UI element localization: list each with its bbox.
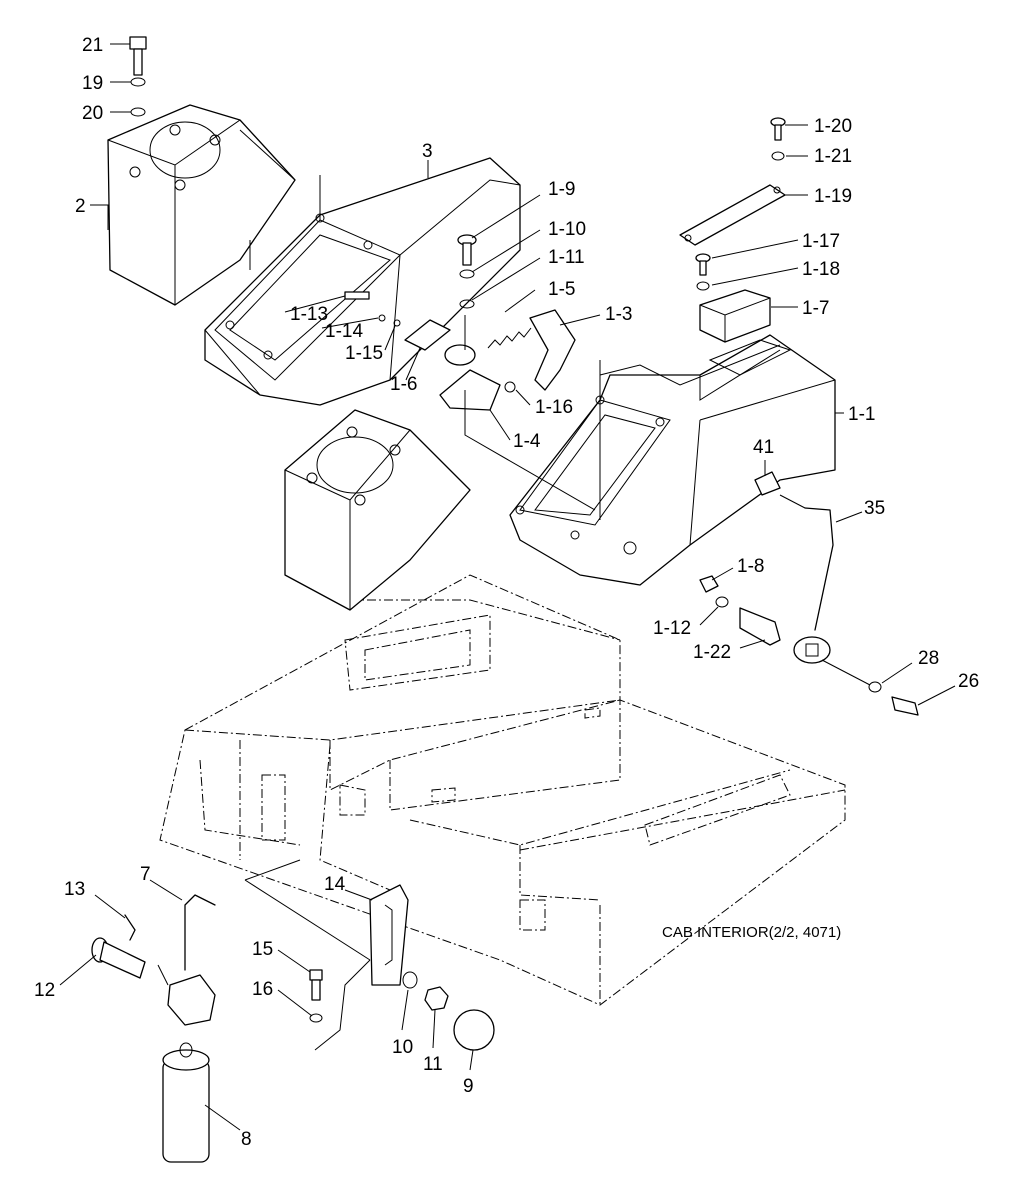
cab-floor-phantom [159,574,846,1006]
screw-1-9-icon [457,234,477,266]
callout-1-15: 1-15 [345,343,383,364]
callout-1-19: 1-19 [814,186,852,207]
callout-20: 20 [82,103,103,124]
callout-1-4: 1-4 [513,431,541,452]
part-1-1-main-console [509,334,836,586]
callout-28: 28 [918,648,939,669]
handle-35-icon [793,507,834,664]
washer-1-18-icon [696,281,710,291]
callout-1-7: 1-7 [802,298,829,319]
screw-21-icon [129,36,147,76]
callout-1-21: 1-21 [814,146,852,167]
callout-14: 14 [324,874,346,895]
callout-12: 12 [34,980,55,1001]
callout-1-6: 1-6 [390,374,417,395]
callout-41: 41 [753,437,774,458]
washer-1-15-icon [393,319,401,327]
bracket-14-icon [369,884,409,986]
part-2-lower-cover [284,409,471,611]
washer-1-12-icon [715,596,729,608]
callout-1-1: 1-1 [848,404,875,425]
callout-16: 16 [252,979,273,1000]
washer-19-icon [130,77,146,87]
washer-1-10-icon [459,269,475,279]
callout-7: 7 [140,864,151,885]
washer-10-icon [402,971,418,989]
washer-20-icon [130,107,146,117]
nut-1-16-icon [504,381,516,393]
callout-9: 9 [463,1076,474,1097]
callout-1-14: 1-14 [325,321,363,342]
callout-15: 15 [252,939,273,960]
callout-1-22: 1-22 [693,642,731,663]
callout-1-10: 1-10 [548,219,586,240]
callout-1-8: 1-8 [737,556,764,577]
cylinder-8-icon [162,1042,210,1163]
callout-1-11: 1-11 [548,247,585,268]
lever-1-3-icon [529,309,576,391]
bolt-26-icon [891,696,919,716]
screw-1-20-icon [770,117,786,141]
callout-1-20: 1-20 [814,116,852,137]
callout-1-18: 1-18 [802,259,840,280]
washer-16-icon [309,1013,323,1023]
washer-28-icon [868,681,882,693]
bracket-1-4-icon [439,344,501,411]
plate-1-6-icon [404,319,451,351]
callout-1-16: 1-16 [535,397,573,418]
callout-19: 19 [82,73,103,94]
part-2-upper-cover [107,104,296,306]
knob-9-icon [453,1009,495,1051]
callout-1-5: 1-5 [548,279,575,300]
nut-11-icon [424,986,449,1011]
callout-21: 21 [82,35,103,56]
plug-41-icon [754,471,781,496]
washer-1-11-icon [459,299,475,309]
callout-1-13: 1-13 [290,304,328,325]
washer-1-21-icon [771,151,785,161]
callout-10: 10 [392,1037,413,1058]
bolt-15-icon [309,969,323,1001]
bolt-1-13-icon [344,291,370,300]
callout-26: 26 [958,671,979,692]
callout-11: 11 [423,1054,443,1075]
leader-lines [59,43,956,1131]
bolt-1-22-icon [739,607,781,646]
diagram-caption: CAB INTERIOR(2/2, 4071) [662,924,841,941]
part-1-19-cover-plate [679,184,786,246]
spring-1-5-icon [487,327,532,349]
callout-35: 35 [864,498,885,519]
callout-1-9: 1-9 [548,179,575,200]
screw-1-17-icon [695,253,711,276]
callout-1-12: 1-12 [653,618,691,639]
callout-8: 8 [241,1129,252,1150]
nut-1-8-icon [699,575,719,593]
callout-3: 3 [422,141,433,162]
callout-1-17: 1-17 [802,231,840,252]
clip-13-icon [124,914,136,941]
callout-labels: 21 19 20 2 3 1-9 1-10 1-11 1-5 1-3 1-13 … [34,35,979,1150]
callout-1-3: 1-3 [605,304,632,325]
pin-12-icon [91,937,146,979]
callout-13: 13 [64,879,85,900]
part-3-console-housing [204,157,521,406]
callout-2-upper: 2 [75,196,86,217]
washer-1-14-icon [378,314,386,322]
part-1-7-block [699,289,771,343]
pin-7-icon [167,894,216,1026]
